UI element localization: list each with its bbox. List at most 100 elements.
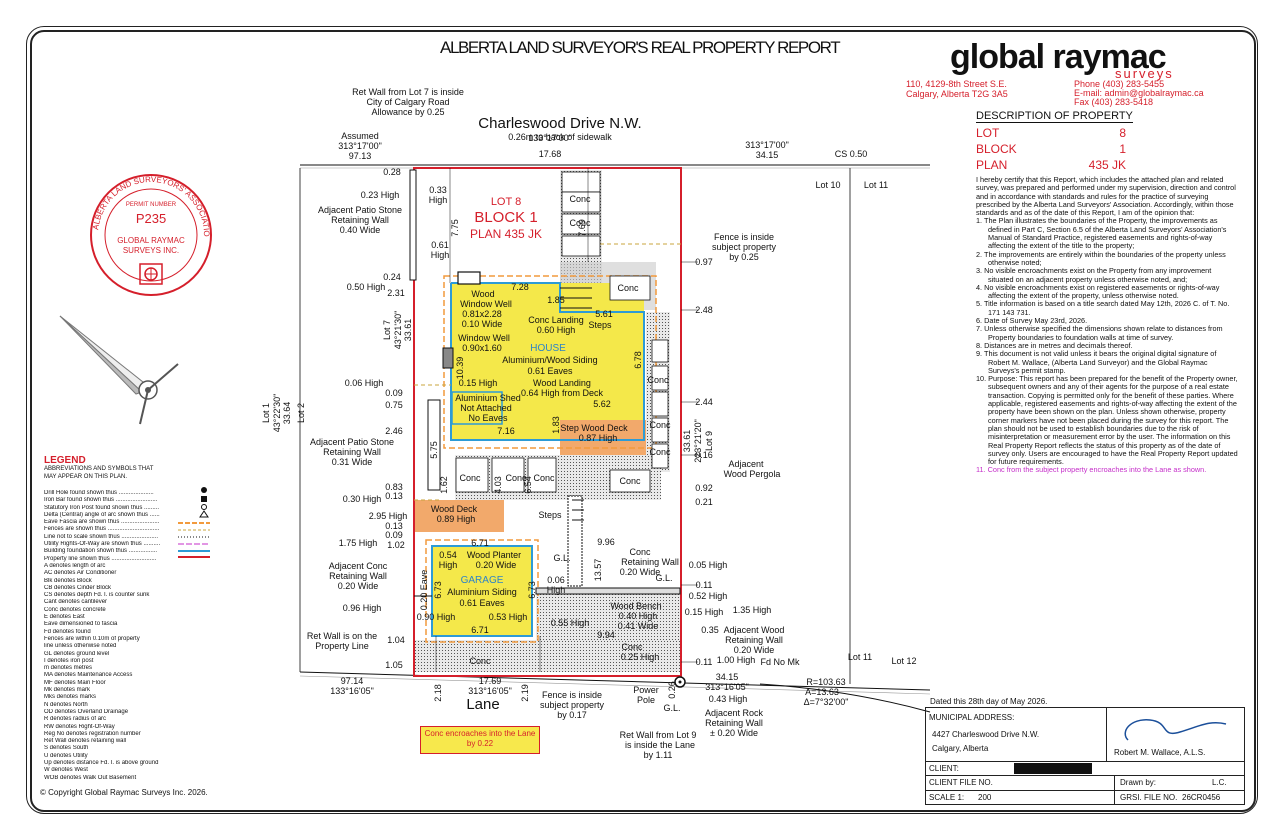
plan-label: 0.43 High xyxy=(708,694,748,704)
plan-label: High xyxy=(546,585,566,595)
plan-label: Ret Wall from Lot 7 is inside xyxy=(352,87,464,97)
plan-label: G.L. xyxy=(663,703,681,713)
scale-value: 200 xyxy=(978,793,992,802)
description-heading: DESCRIPTION OF PROPERTY xyxy=(976,110,1133,123)
plan-label: 97.13 xyxy=(348,151,372,161)
certification-text: I hereby certify that this Report, which… xyxy=(976,175,1238,475)
plan-label: Conc xyxy=(629,547,651,557)
cert-item-encroachment: 11. Conc from the subject property encro… xyxy=(976,465,1207,475)
title-block: MUNICIPAL ADDRESS: 4427 Charleswood Driv… xyxy=(925,707,1245,805)
plan-label: Retaining Wall xyxy=(329,571,387,581)
plan-label: Fence is inside xyxy=(713,232,775,242)
plan-label: 0.16 xyxy=(695,450,713,460)
plan-label: 0.23 High xyxy=(360,190,400,200)
plan-vlabel: 33.64 xyxy=(282,401,292,425)
plan-vlabel: 0.20 Eave xyxy=(419,569,429,611)
legend-item: CB denotes Cinder Block xyxy=(44,584,112,591)
plan-label: 97.14 xyxy=(340,676,364,686)
company-address-1: 110, 4129-8th Street S.E. xyxy=(906,79,1007,89)
plan-label: 133°16'05" xyxy=(330,686,374,696)
legend-item: R denotes radius of arc xyxy=(44,716,107,723)
copyright-text: © Copyright Global Raymac Surveys Inc. 2… xyxy=(40,788,208,798)
plan-label: Adjacent Conc xyxy=(328,561,388,571)
legend-item: Ret Wall denotes retaining wall xyxy=(44,738,127,745)
plan-conc-label: Conc xyxy=(647,375,669,385)
plan-label: High xyxy=(428,195,448,205)
cert-item: 7. Unless otherwise specified the dimens… xyxy=(976,324,1223,342)
cert-item: 10. Purpose: This report has been prepar… xyxy=(976,374,1238,467)
grsi-file-label: GRSI. FILE NO. xyxy=(1120,793,1178,802)
company-fax: Fax (403) 283-5418 xyxy=(1074,97,1154,107)
legend-item: Utility Rights-Of-Way are shown thus ...… xyxy=(44,541,161,548)
legend-item: Line not to scale shown thus ...........… xyxy=(44,533,159,540)
plan-label: Fd No Mk xyxy=(760,657,800,667)
plan-label: Property Line xyxy=(315,641,369,651)
plan-label: 34.15 xyxy=(755,150,779,160)
plan-label: 0.35 xyxy=(701,625,719,635)
legend-item: Fd denotes found xyxy=(44,628,91,635)
cert-item: 8. Distances are in metres and decimals … xyxy=(976,340,1133,350)
legend-item: Property line shown thus ...............… xyxy=(44,555,157,562)
plan-label: Wood Deck xyxy=(430,504,478,514)
house-footprint xyxy=(451,283,644,440)
legend-symbols xyxy=(178,487,210,558)
cert-intro: I hereby certify that this Report, which… xyxy=(976,175,1236,218)
plan-label: 0.53 High xyxy=(488,612,528,622)
plan-label: Adjacent xyxy=(728,459,764,469)
plan-vlabel: Lot 2 xyxy=(296,402,306,424)
scale-label: SCALE 1: xyxy=(929,793,965,802)
plan-label: 0.92 xyxy=(695,483,713,493)
plan-label: Window Well xyxy=(460,299,512,309)
garage-siding: Aluminium Siding xyxy=(447,587,517,597)
plan-label: 0.25 High xyxy=(620,652,660,662)
legend-item: AC denotes Air Conditioner xyxy=(44,570,117,577)
plan-label: 313°17'00" xyxy=(745,140,789,150)
plan-label: 5.61 xyxy=(595,309,613,319)
plan-vlabel: 1.83 xyxy=(551,416,561,434)
plan-label: No Eaves xyxy=(468,413,508,423)
plan-label: Δ=7°32'00" xyxy=(803,697,849,707)
signer-name: Robert M. Wallace, A.L.S. xyxy=(1114,748,1206,757)
plan-label: 0.54 xyxy=(439,550,457,560)
plan-vlabel: 223°21'20" xyxy=(693,419,703,463)
plan-label: 0.09 xyxy=(385,388,403,398)
legend-list: Drill Hole found shown thus ............… xyxy=(44,490,214,782)
plan-label: Retaining Wall xyxy=(331,215,389,225)
plan-label: Lot 10 xyxy=(815,180,841,190)
municipal-label: MUNICIPAL ADDRESS: xyxy=(929,713,1015,722)
seal-ring-icon: ALBERTA LAND SURVEYORS' ASSOCIATION xyxy=(85,165,212,296)
plan-vlabel: Lot 1 xyxy=(261,402,271,424)
seal-permit-number: P235 xyxy=(135,211,167,226)
copyright-icon: © xyxy=(40,788,46,797)
plan-label: 0.20 Wide xyxy=(619,567,661,577)
plan-label: 0.13 xyxy=(385,491,403,501)
legend-item: Fences are within 0.10m of property xyxy=(44,635,140,642)
legend-item: Mk denotes mark xyxy=(44,687,91,694)
plan-label: Assumed xyxy=(341,131,379,141)
plan-label: 0.05 High xyxy=(688,560,728,570)
plan-label: 313°16'05" xyxy=(468,686,512,696)
plan-label: Not Attached xyxy=(460,403,512,413)
plan-label: 0.30 High xyxy=(342,494,382,504)
house-label: HOUSE xyxy=(530,343,566,354)
company-address-2: Calgary, Alberta T2G 3A5 xyxy=(906,89,1008,99)
plan-label: Retaining Wall xyxy=(725,635,783,645)
plan-label: Retaining Wall xyxy=(621,557,679,567)
legend-item: A denotes length of arc xyxy=(44,562,106,569)
plan-label: Conc Landing xyxy=(528,315,584,325)
legend-item: Conc denotes concrete xyxy=(44,606,106,613)
garage-eaves: 0.61 Eaves xyxy=(459,598,505,608)
legend-item: RW denotes Right-Of-Way xyxy=(44,723,115,730)
plan-block-label: BLOCK 1 xyxy=(474,209,538,226)
plan-label: 1.75 High xyxy=(338,538,378,548)
client-file-label: CLIENT FILE NO. xyxy=(929,778,993,787)
plan-vlabel: 4.03 xyxy=(493,476,503,494)
plan-vlabel: 43°22'30" xyxy=(272,393,282,433)
garage-footprint xyxy=(432,546,532,636)
plan-label: 2.95 High xyxy=(368,511,408,521)
company-logo: global raymac xyxy=(950,38,1167,76)
